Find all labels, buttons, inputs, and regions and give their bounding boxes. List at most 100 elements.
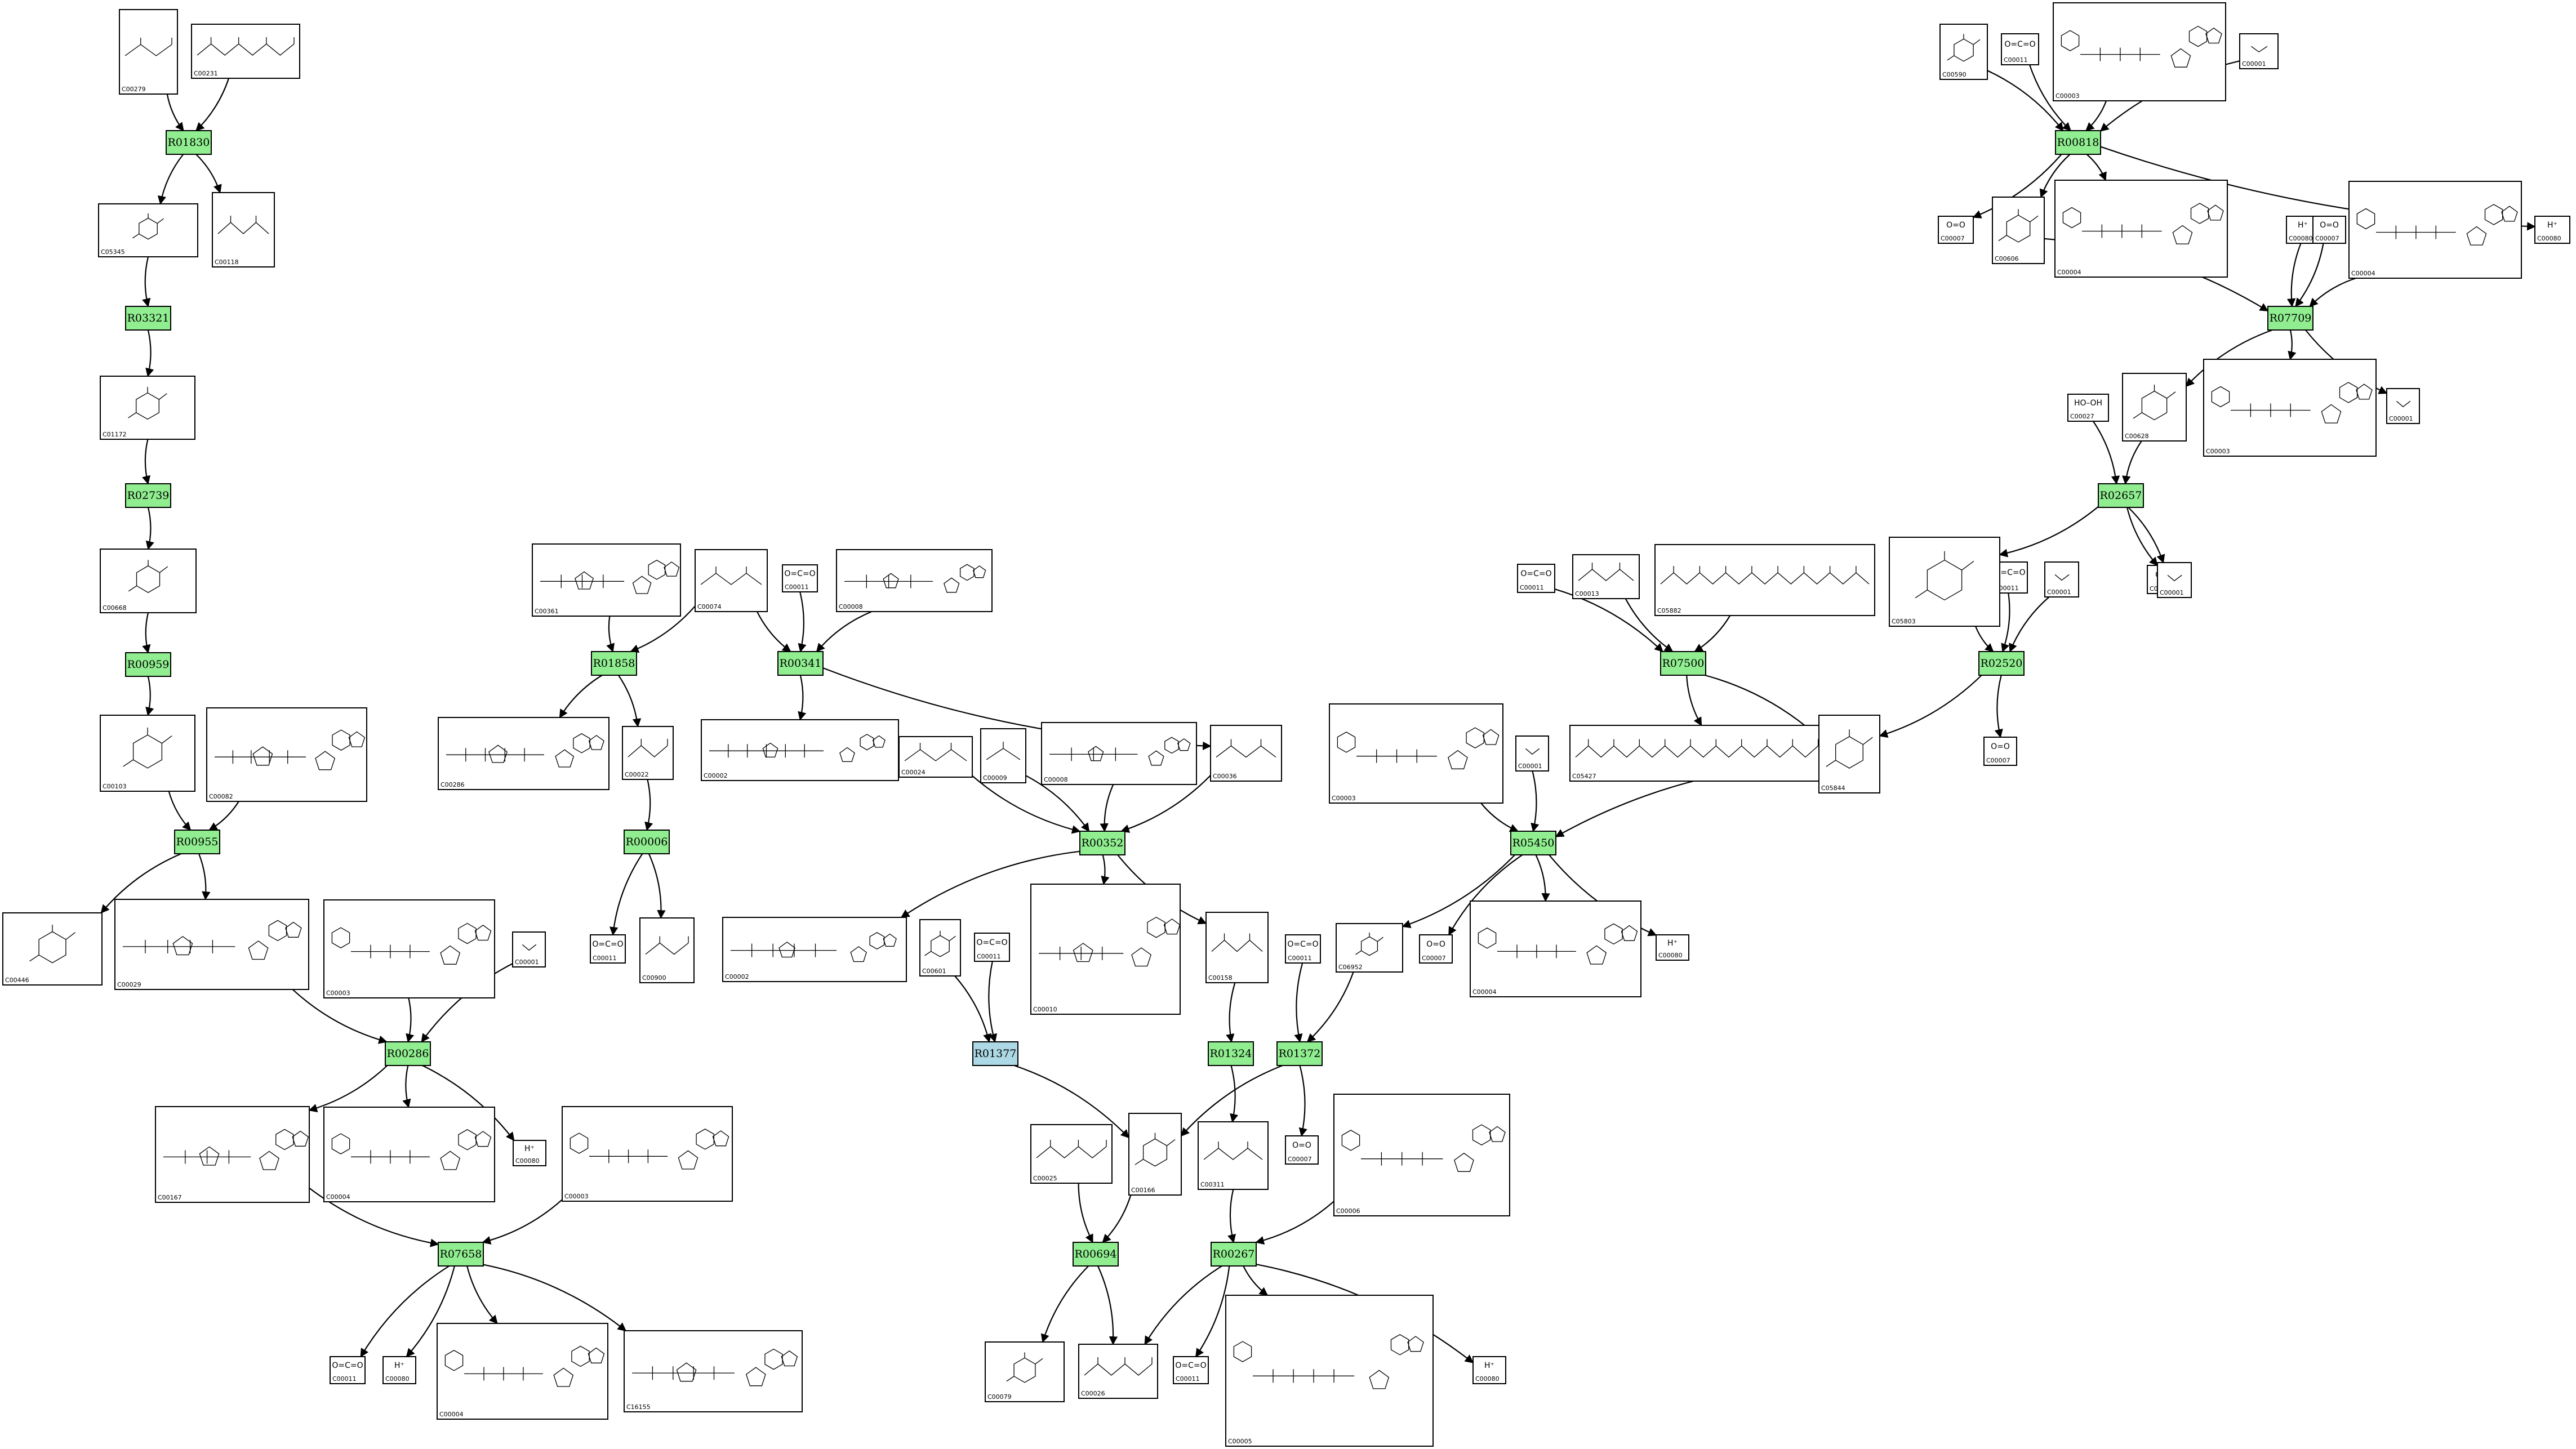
compound-C00003[interactable]: C00003 [2053, 2, 2226, 101]
compound-C06952[interactable]: C06952 [1336, 923, 1403, 973]
compound-C00003[interactable]: C00003 [323, 899, 495, 998]
reaction-R00286[interactable]: R00286 [385, 1041, 431, 1066]
reaction-R07709[interactable]: R07709 [2267, 306, 2313, 331]
compound-C00008[interactable]: C00008 [1041, 722, 1197, 785]
compound-C00074[interactable]: C00074 [695, 549, 768, 612]
compound-C00029[interactable]: C00029 [114, 899, 309, 990]
compound-C00900[interactable]: C00900 [639, 917, 695, 983]
compound-C00002[interactable]: C00002 [722, 917, 907, 982]
compound-C00601[interactable]: C00601 [919, 919, 961, 977]
reaction-R00341[interactable]: R00341 [777, 651, 824, 676]
reaction-R01324[interactable]: R01324 [1208, 1041, 1254, 1066]
compound-C00166[interactable]: C00166 [1128, 1113, 1182, 1196]
compound-C00002[interactable]: C00002 [701, 719, 899, 781]
compound-C00022[interactable]: C00022 [622, 726, 674, 780]
reaction-R00955[interactable]: R00955 [174, 830, 220, 854]
reaction-R07658[interactable]: R07658 [438, 1242, 484, 1267]
compound-C00004[interactable]: C00004 [1470, 900, 1641, 997]
compound-C00005[interactable]: C00005 [1225, 1295, 1434, 1447]
compound-C00001[interactable]: C00001 [2239, 33, 2279, 69]
compound-C00003[interactable]: C00003 [562, 1106, 733, 1202]
compound-C00080[interactable]: H⁺C00080 [1472, 1356, 1506, 1384]
compound-C00008[interactable]: C00008 [836, 549, 993, 612]
reaction-R01377[interactable]: R01377 [972, 1041, 1018, 1066]
compound-C00024[interactable]: C00024 [898, 736, 973, 778]
compound-C05427[interactable]: C05427 [1569, 725, 1850, 782]
reaction-R00818[interactable]: R00818 [2055, 130, 2101, 155]
compound-C00004[interactable]: C00004 [323, 1107, 495, 1202]
compound-C16155[interactable]: C16155 [624, 1330, 803, 1412]
reaction-R01858[interactable]: R01858 [591, 651, 637, 676]
compound-C00006[interactable]: C00006 [1333, 1094, 1510, 1216]
reaction-R00694[interactable]: R00694 [1073, 1242, 1119, 1267]
compound-C00082[interactable]: C00082 [206, 707, 367, 802]
compound-C00004[interactable]: C00004 [2348, 181, 2522, 279]
reaction-R02520[interactable]: R02520 [1978, 651, 2025, 676]
compound-C00004[interactable]: C00004 [2054, 180, 2228, 278]
compound-C00286[interactable]: C00286 [438, 717, 609, 790]
compound-C00025[interactable]: C00025 [1030, 1124, 1113, 1184]
reaction-R00959[interactable]: R00959 [125, 652, 171, 677]
compound-C00036[interactable]: C00036 [1210, 725, 1282, 782]
compound-C01172[interactable]: C01172 [100, 376, 195, 440]
compound-C00003[interactable]: C00003 [2203, 359, 2377, 457]
compound-C00311[interactable]: C00311 [1198, 1121, 1269, 1190]
compound-C00079[interactable]: C00079 [985, 1341, 1065, 1402]
compound-C00118[interactable]: C00118 [212, 192, 275, 267]
compound-C00590[interactable]: C00590 [1939, 24, 1988, 80]
compound-C05345[interactable]: C05345 [98, 203, 198, 257]
compound-C00628[interactable]: C00628 [2122, 373, 2187, 442]
compound-C00001[interactable]: C00001 [2386, 388, 2420, 424]
compound-C00158[interactable]: C00158 [1205, 912, 1269, 983]
reaction-R03321[interactable]: R03321 [125, 306, 171, 331]
compound-C05803[interactable]: C05803 [1889, 537, 2000, 627]
compound-C00446[interactable]: C00446 [2, 912, 103, 986]
compound-C00080[interactable]: H⁺C00080 [382, 1356, 416, 1384]
reaction-R05450[interactable]: R05450 [1510, 831, 1556, 855]
compound-C00103[interactable]: C00103 [100, 715, 195, 792]
compound-C00001[interactable]: C00001 [2044, 561, 2079, 598]
reaction-R00352[interactable]: R00352 [1079, 831, 1125, 855]
compound-C00668[interactable]: C00668 [100, 549, 197, 613]
reaction-R02739[interactable]: R02739 [125, 483, 171, 508]
reaction-R02657[interactable]: R02657 [2098, 483, 2144, 508]
compound-C05882[interactable]: C05882 [1654, 544, 1875, 616]
compound-C00167[interactable]: C00167 [155, 1106, 310, 1203]
compound-C00003[interactable]: C00003 [1329, 703, 1503, 804]
compound-C00080[interactable]: H⁺C00080 [2534, 216, 2570, 244]
compound-C00080[interactable]: H⁺C00080 [513, 1140, 546, 1166]
compound-C00010[interactable]: C00010 [1030, 884, 1181, 1015]
compound-C00009[interactable]: C00009 [980, 728, 1026, 783]
reaction-R07500[interactable]: R07500 [1660, 651, 1706, 676]
compound-C00013[interactable]: C00013 [1572, 554, 1640, 599]
compound-C00279[interactable]: C00279 [119, 9, 178, 95]
compound-C00231[interactable]: C00231 [191, 24, 300, 79]
compound-C00001[interactable]: C00001 [2157, 562, 2192, 598]
compound-C00606[interactable]: C00606 [1992, 197, 2045, 264]
reaction-R00267[interactable]: R00267 [1211, 1242, 1257, 1267]
compound-C00001[interactable]: C00001 [1515, 735, 1549, 772]
reaction-R01372[interactable]: R01372 [1276, 1041, 1323, 1066]
reaction-R01830[interactable]: R01830 [166, 130, 212, 155]
compound-C00004[interactable]: C00004 [437, 1323, 608, 1420]
reaction-R00006[interactable]: R00006 [624, 830, 670, 854]
compound-C05844[interactable]: C05844 [1818, 715, 1880, 793]
compound-C00361[interactable]: C00361 [532, 543, 681, 617]
compound-C00001[interactable]: C00001 [512, 931, 546, 968]
compound-C00026[interactable]: C00026 [1078, 1344, 1158, 1399]
compound-C00080[interactable]: H⁺C00080 [1656, 934, 1689, 961]
